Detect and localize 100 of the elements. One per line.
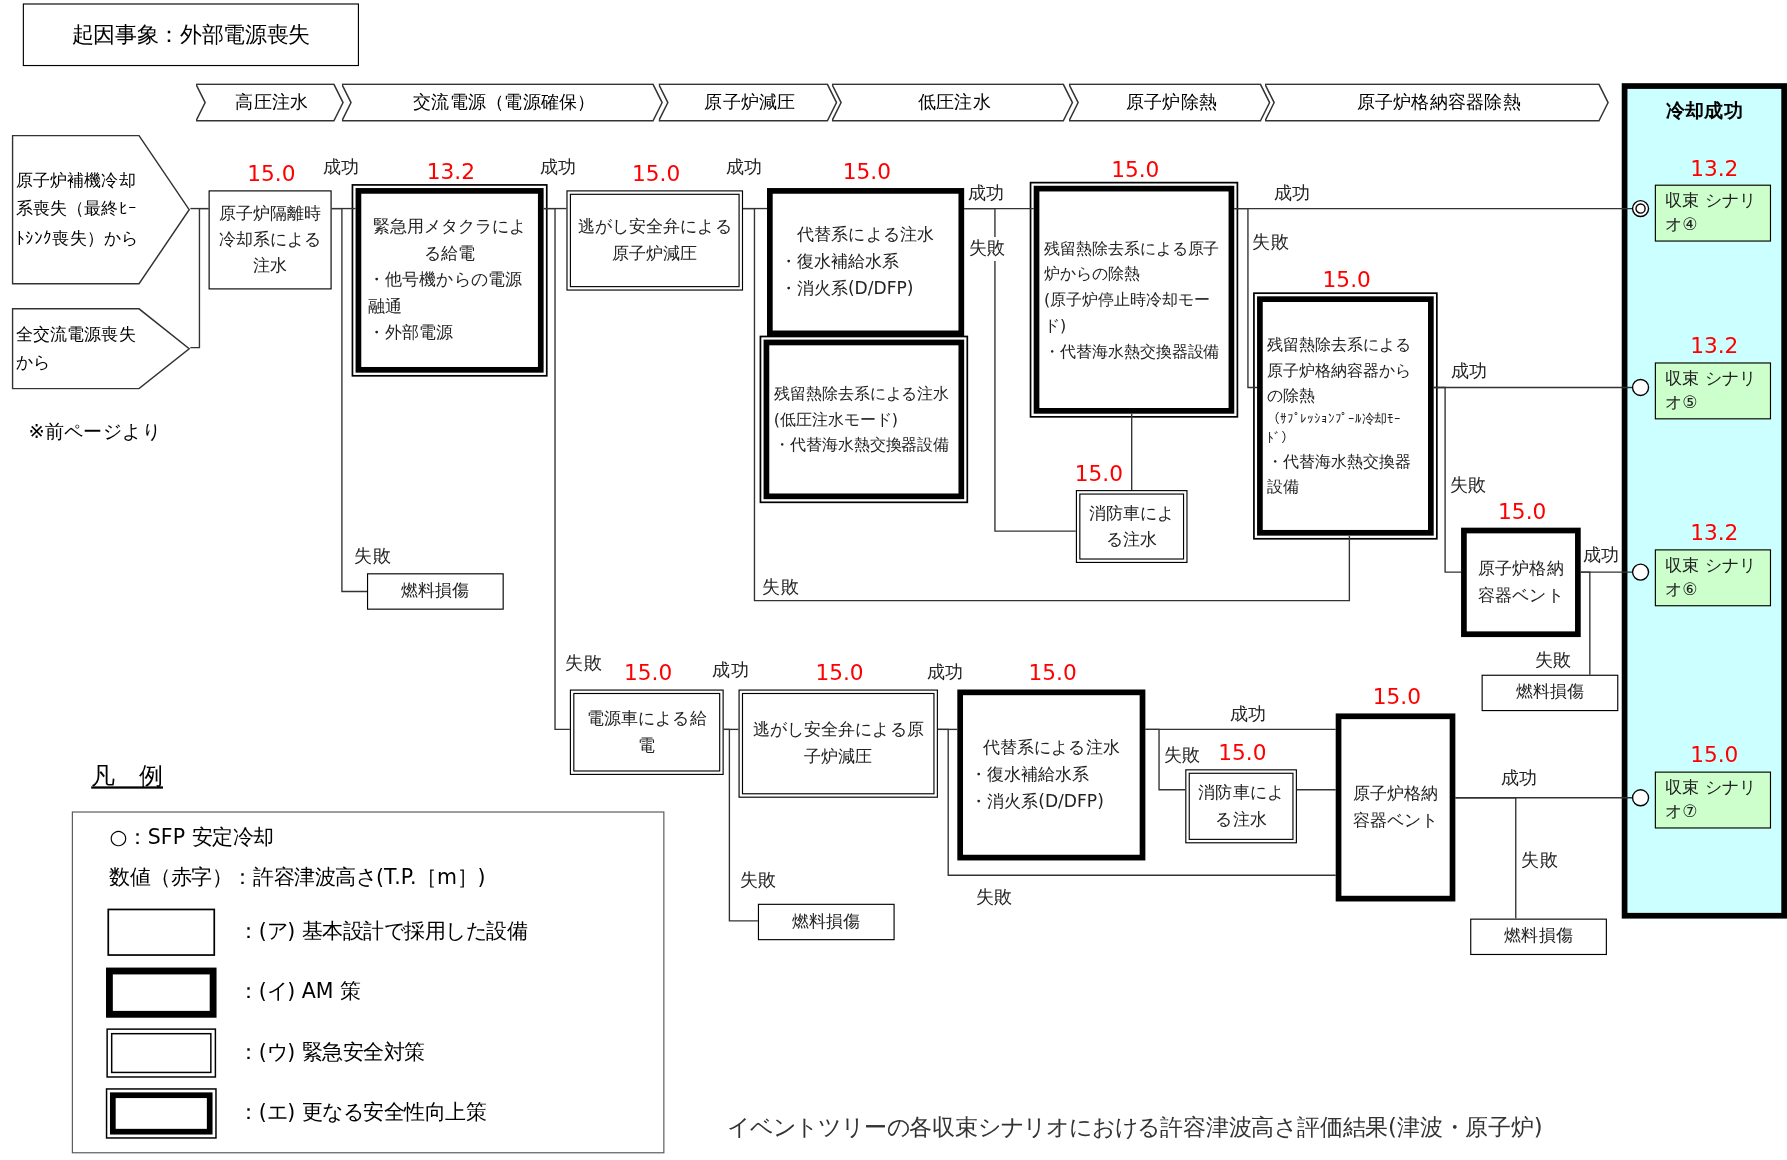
system-box bbox=[1461, 527, 1581, 638]
connector-line bbox=[1131, 413, 1133, 491]
box-text: 燃料損傷 bbox=[400, 579, 471, 604]
event-text: 全交流電源喪失から bbox=[15, 322, 137, 375]
tsunami-height-value: 15.0 bbox=[1372, 683, 1419, 709]
box-text: 収束 シナリオ⑥ bbox=[1665, 554, 1757, 602]
tsunami-height-value: 15.0 bbox=[623, 659, 670, 685]
tsunami-height-value: 15.0 bbox=[1690, 741, 1736, 767]
box-text: (低圧注水モード) bbox=[773, 409, 899, 431]
system-box bbox=[566, 190, 744, 291]
initiating-event-arrow bbox=[11, 307, 191, 390]
tsunami-height-value: 13.2 bbox=[1690, 332, 1736, 358]
connector-line bbox=[723, 728, 759, 922]
connector-line bbox=[1233, 207, 1258, 389]
box-text: 残留熱除去系による原子炉格納容器からの除熱 bbox=[1267, 334, 1412, 407]
box-text: 逃がし安全弁による原子炉減圧 bbox=[751, 718, 925, 769]
box-text: 電源車による給電 bbox=[585, 707, 708, 758]
tsunami-height-value: 13.2 bbox=[1690, 519, 1736, 545]
connector-line bbox=[963, 207, 1077, 532]
edge-label: 失敗 bbox=[967, 237, 1007, 261]
box-text: ・消火系(D/DFP) bbox=[969, 789, 1105, 813]
tsunami-height-value: 15.0 bbox=[1028, 659, 1075, 685]
box-text: ・消火系(D/DFP) bbox=[779, 276, 915, 301]
box-text: （ｻﾌﾟﾚｯｼｮﾝﾌﾟｰﾙ冷却ﾓｰﾄﾞ） bbox=[1267, 409, 1402, 448]
tsunami-height-value: 13.2 bbox=[426, 158, 473, 184]
tsunami-height-value: 15.0 bbox=[815, 659, 861, 685]
box-text: 収束 シナリオ④ bbox=[1665, 189, 1757, 237]
heading-text: 原子炉除熱 bbox=[1125, 90, 1219, 116]
note: ※前ページより bbox=[28, 418, 161, 445]
heading-text: 低圧注水 bbox=[917, 90, 992, 116]
connector-line bbox=[542, 207, 571, 731]
heading-text: 原子炉減圧 bbox=[703, 90, 797, 116]
system-box bbox=[757, 903, 895, 941]
box-text: 燃料損傷 bbox=[1514, 680, 1586, 705]
connector-line bbox=[937, 728, 1337, 876]
system-box bbox=[1257, 296, 1434, 536]
box-text: 代替系による注水 bbox=[796, 223, 935, 248]
system-box bbox=[1075, 490, 1188, 563]
system-box bbox=[355, 188, 544, 373]
box-text: 消防車による注水 bbox=[1087, 501, 1176, 552]
connector-line bbox=[1296, 789, 1337, 791]
box-text: 原子炉格納容器ベント bbox=[1351, 782, 1440, 833]
box-text: 代替系による注水 bbox=[981, 736, 1121, 760]
tsunami-height-value: 15.0 bbox=[247, 160, 293, 186]
system-box bbox=[208, 190, 332, 290]
connector-line bbox=[189, 207, 210, 349]
system-box bbox=[957, 689, 1146, 861]
box-text: 逃がし安全弁による原子炉減圧 bbox=[577, 215, 732, 266]
box-text: ・外部電源 bbox=[368, 321, 455, 345]
box-text: ・代替海水熱交換器設備 bbox=[1043, 340, 1221, 362]
box-text: 原子炉格納容器ベント bbox=[1477, 557, 1565, 608]
tsunami-height-value: 15.0 bbox=[631, 160, 678, 186]
scenario-box bbox=[1654, 549, 1772, 607]
system-box bbox=[763, 339, 965, 500]
legend-text: ：(イ) AM 策 bbox=[238, 978, 361, 1005]
scenario-box bbox=[1654, 362, 1772, 420]
heading-text: 交流電源（電源確保） bbox=[412, 90, 597, 116]
system-box bbox=[1481, 674, 1619, 712]
connector-line bbox=[1454, 797, 1517, 920]
legend-heading: 凡 例 bbox=[91, 761, 163, 792]
legend-text: ：(ウ) 緊急安全対策 bbox=[238, 1038, 425, 1066]
connector-line bbox=[1144, 728, 1186, 791]
box-text: ・他号機からの電源融通 bbox=[368, 268, 523, 319]
tsunami-height-value: 15.0 bbox=[1074, 460, 1121, 486]
box-text: 残留熱除去系による注水 bbox=[773, 383, 951, 405]
box-text: 燃料損傷 bbox=[1503, 924, 1574, 949]
tsunami-height-value: 15.0 bbox=[1322, 266, 1369, 292]
legend-text: ○：SFP 安定冷却 bbox=[109, 824, 274, 852]
box-text: ・復水補給水系 bbox=[969, 763, 1091, 787]
connector-line bbox=[1433, 386, 1462, 573]
tsunami-height-value: 13.2 bbox=[1690, 155, 1736, 181]
system-box bbox=[1185, 769, 1297, 844]
system-box bbox=[366, 573, 504, 610]
legend-text: ：(ア) 基本設計で採用した設備 bbox=[238, 917, 528, 945]
tsunami-height-value: 15.0 bbox=[1111, 156, 1157, 182]
connector-line bbox=[330, 207, 368, 593]
box-text: 緊急用メタクラによる給電 bbox=[371, 215, 528, 266]
box-text: 消防車による注水 bbox=[1197, 781, 1285, 832]
system-box bbox=[1033, 185, 1235, 414]
system-box bbox=[767, 188, 965, 337]
system-box bbox=[738, 689, 938, 798]
connector-line bbox=[742, 207, 1351, 602]
box-text: (原子炉停止時冷却モード) bbox=[1043, 289, 1211, 337]
caption: イベントツリーの各収束シナリオにおける許容津波高さ評価結果(津波・原子炉) bbox=[727, 1112, 1543, 1143]
box-text: 残留熱除去系による原子炉からの除熱 bbox=[1043, 238, 1221, 286]
box-text: 原子炉隔離時冷却系による注水 bbox=[217, 201, 323, 278]
box-text: 収束 シナリオ⑦ bbox=[1665, 776, 1757, 824]
box-text: 収束 シナリオ⑤ bbox=[1665, 367, 1757, 415]
panel-title: 冷却成功 bbox=[1664, 98, 1745, 124]
system-box bbox=[1335, 713, 1456, 902]
scenario-box bbox=[1654, 184, 1772, 242]
heading-text: 原子炉格納容器除熱 bbox=[1355, 90, 1522, 116]
cooling-success-panel bbox=[1621, 83, 1787, 919]
box-text: 燃料損傷 bbox=[791, 910, 862, 934]
legend-text: ：(エ) 更なる安全性向上策 bbox=[238, 1098, 487, 1126]
box-text: ・復水補給水系 bbox=[779, 250, 901, 274]
system-box bbox=[1470, 918, 1607, 956]
tsunami-height-value: 15.0 bbox=[1218, 739, 1264, 765]
tsunami-height-value: 15.0 bbox=[1498, 498, 1544, 524]
scenario-box bbox=[1654, 771, 1772, 829]
